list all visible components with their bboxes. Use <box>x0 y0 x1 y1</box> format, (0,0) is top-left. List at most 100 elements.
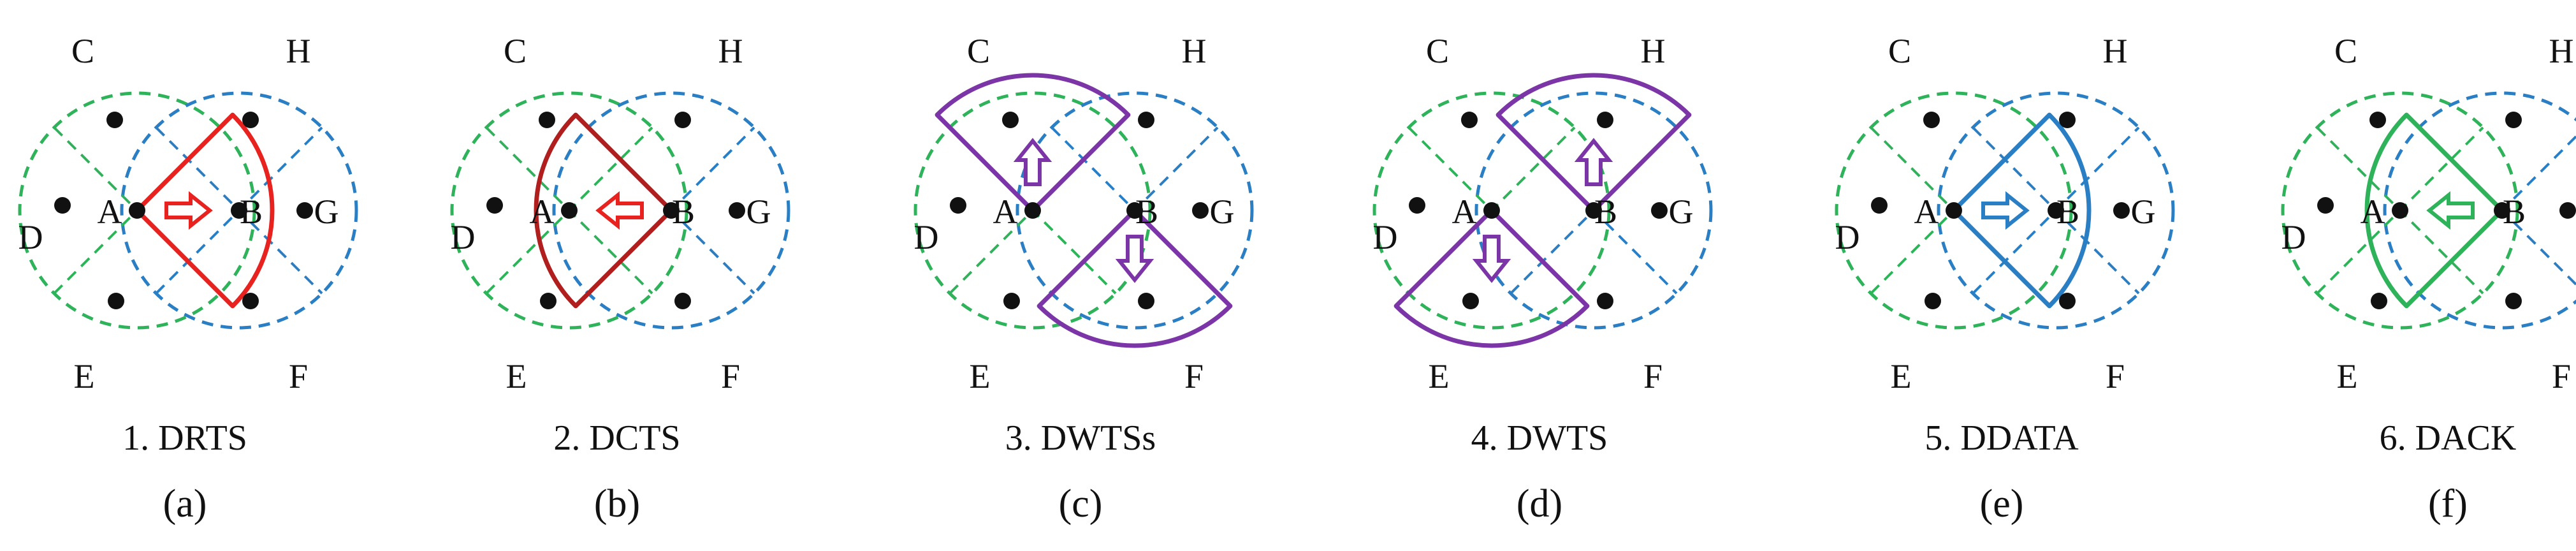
transmission-sector <box>135 112 275 309</box>
node-dot-f <box>674 293 691 309</box>
node-label-e: E <box>74 357 95 395</box>
panel-sublabel: (f) <box>2428 482 2468 525</box>
panel-caption: 2. DCTS <box>553 418 680 458</box>
node-label-e: E <box>2337 357 2358 395</box>
node-dot-c <box>1461 112 1478 128</box>
node-dot-a <box>1483 202 1500 219</box>
node-label-b: B <box>1135 193 1158 231</box>
node-dot-f <box>2505 293 2522 309</box>
direction-arrow-icon <box>1013 138 1052 186</box>
node-dot-e <box>540 293 557 309</box>
node-dot-h <box>1597 112 1613 128</box>
range-circle-b <box>1937 91 2175 330</box>
direction-arrow-icon <box>164 191 213 230</box>
node-dot-g <box>1651 202 1668 219</box>
panel-caption: 6. DACK <box>2380 418 2517 458</box>
node-label-c: C <box>504 32 527 70</box>
transmission-sector <box>1394 208 1590 348</box>
node-dot-e <box>1925 293 1941 309</box>
node-label-f: F <box>2552 357 2571 395</box>
panel-sublabel: (c) <box>1059 482 1103 525</box>
node-label-f: F <box>1643 357 1663 395</box>
node-dot-c <box>1002 112 1019 128</box>
node-label-g: G <box>314 193 339 231</box>
node-label-h: H <box>286 32 311 70</box>
node-label-g: G <box>2131 193 2156 231</box>
node-label-a: A <box>2361 193 2385 231</box>
panel-sublabel: (e) <box>1980 482 2024 525</box>
transmission-sector <box>1495 73 1692 213</box>
node-label-c: C <box>1426 32 1449 70</box>
panel-sublabel: (d) <box>1517 482 1562 525</box>
node-dot-g <box>1192 202 1209 219</box>
transmission-sector <box>1951 112 2092 309</box>
range-circle-b <box>1015 91 1254 330</box>
node-label-d: D <box>2281 218 2306 256</box>
node-label-d: D <box>18 218 43 256</box>
node-dot-h <box>2505 112 2522 128</box>
node-label-b: B <box>1594 193 1617 231</box>
direction-arrow-icon <box>1115 235 1154 283</box>
node-label-d: D <box>1373 218 1398 256</box>
node-dot-f <box>1597 293 1613 309</box>
node-label-a: A <box>530 193 555 231</box>
node-dot-b <box>663 202 680 219</box>
panel-caption: 3. DWTSs <box>1005 418 1156 458</box>
node-dot-e <box>1462 293 1479 309</box>
direction-arrow-icon <box>595 191 644 230</box>
node-label-e: E <box>1891 357 1912 395</box>
node-label-a: A <box>98 193 122 231</box>
node-dot-d <box>486 197 503 214</box>
node-label-f: F <box>721 357 740 395</box>
node-dot-g <box>296 202 313 219</box>
node-label-d: D <box>1835 218 1860 256</box>
direction-arrow-icon <box>1574 138 1613 186</box>
range-circle-b <box>2383 91 2576 330</box>
direction-arrow-icon <box>1472 235 1511 283</box>
node-label-a: A <box>993 193 1018 231</box>
node-dot-g <box>2559 202 2576 219</box>
node-label-e: E <box>970 357 991 395</box>
transmission-sector <box>935 73 1131 213</box>
node-dot-c <box>1923 112 1940 128</box>
node-dot-a <box>1024 202 1041 219</box>
node-dot-a <box>129 202 145 219</box>
node-dot-h <box>674 112 691 128</box>
node-dot-c <box>2369 112 2386 128</box>
direction-arrow-icon <box>2426 191 2475 230</box>
node-dot-h <box>242 112 259 128</box>
panel-f: ABCDEFGH6. DACK(f) <box>2281 32 2576 525</box>
node-label-f: F <box>2106 357 2125 395</box>
node-dot-g <box>729 202 745 219</box>
node-dot-b <box>2048 202 2064 219</box>
node-dot-f <box>2059 293 2076 309</box>
node-dot-h <box>2059 112 2076 128</box>
node-dot-h <box>1138 112 1154 128</box>
node-label-d: D <box>914 218 939 256</box>
range-circle-b <box>1474 91 1713 330</box>
node-label-d: D <box>451 218 476 256</box>
range-circle-a <box>913 91 1152 330</box>
node-dot-d <box>54 197 71 214</box>
transmission-sector <box>1037 208 1233 348</box>
transmission-sector <box>2364 112 2505 309</box>
node-dot-e <box>108 293 124 309</box>
node-label-a: A <box>1914 193 1939 231</box>
node-label-f: F <box>289 357 308 395</box>
range-circle-b <box>120 91 358 330</box>
node-dot-e <box>1003 293 1020 309</box>
node-label-f: F <box>1184 357 1204 395</box>
node-label-c: C <box>1888 32 1911 70</box>
node-dot-a <box>1946 202 1962 219</box>
range-circle-a <box>450 91 688 330</box>
node-dot-d <box>1409 197 1425 214</box>
node-label-b: B <box>2056 193 2079 231</box>
node-label-h: H <box>718 32 743 70</box>
node-label-h: H <box>1182 32 1207 70</box>
node-dot-b <box>231 202 247 219</box>
